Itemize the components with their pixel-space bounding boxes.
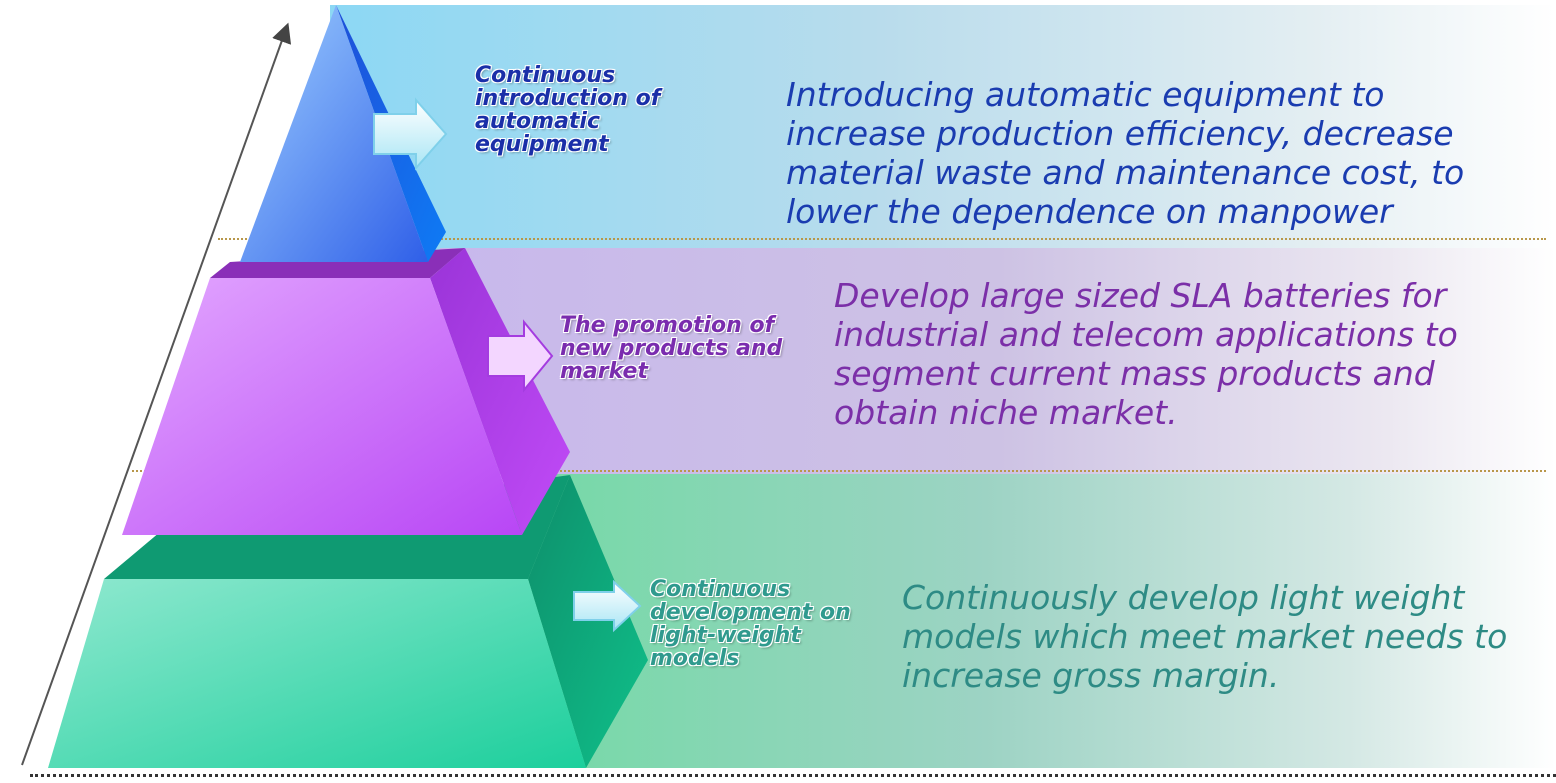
arrow-bottom-icon <box>573 579 642 633</box>
tier-top-label: Continuous introduction of automatic equ… <box>475 63 661 158</box>
divider-middle <box>132 470 1546 472</box>
tier-top-band <box>330 5 1556 255</box>
growth-arrow-line <box>21 22 292 766</box>
tier-middle-description: Develop large sized SLA batteries for in… <box>834 276 1458 432</box>
arrow-middle-icon <box>487 319 554 393</box>
tier-bottom-label: Continuous development on light-weight m… <box>650 577 851 672</box>
tier-bottom-band <box>520 474 1556 768</box>
tier-middle-label: The promotion of new products and market <box>560 313 783 385</box>
pyramid-tier-middle <box>122 248 570 535</box>
tier-middle-band <box>440 248 1556 474</box>
baseline-axis <box>30 774 1556 777</box>
tier-top-description: Introducing automatic equipment to incre… <box>786 75 1465 231</box>
divider-top <box>218 238 1546 240</box>
tier-bottom-description: Continuously develop light weight models… <box>902 578 1508 695</box>
arrow-top-icon <box>373 97 448 171</box>
